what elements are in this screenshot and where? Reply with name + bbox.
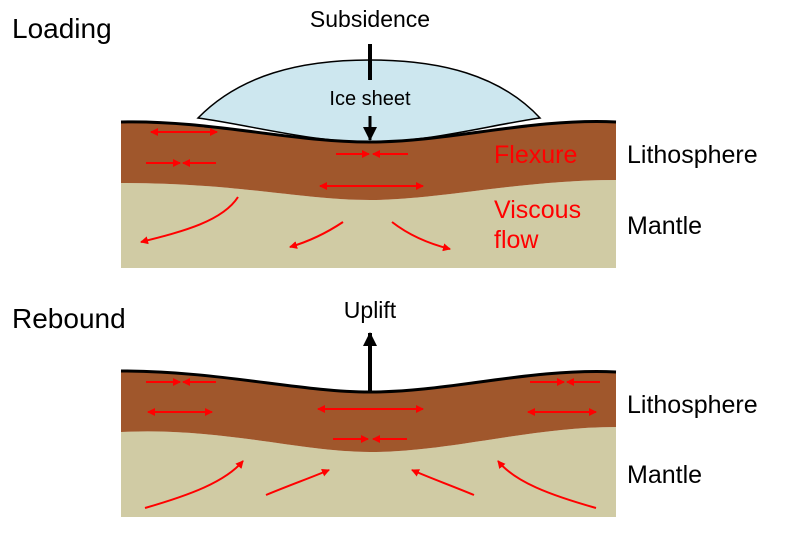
viscous-flow-arrows [140, 196, 451, 252]
rebound-lithosphere-layer [121, 371, 616, 452]
flexure-arrows [146, 128, 424, 190]
ice-sheet-label: Ice sheet [329, 88, 411, 110]
rebound-mantle-layer [121, 427, 616, 517]
rebound-panel [120, 332, 617, 517]
flexure-label: Flexure [494, 141, 577, 169]
loading-lithosphere-label: Lithosphere [627, 141, 758, 169]
loading-panel [120, 44, 617, 268]
loading-lithosphere-layer [121, 121, 616, 200]
viscous-label: Viscous [494, 196, 581, 224]
rebound-mantle-label: Mantle [627, 461, 702, 489]
subsidence-label: Subsidence [310, 6, 430, 32]
rebound-lithosphere-label: Lithosphere [627, 391, 758, 419]
uplift-label: Uplift [344, 297, 397, 323]
rebound-flexure-arrows [146, 378, 600, 443]
loading-mantle-label: Mantle [627, 212, 702, 240]
rebound-title: Rebound [12, 303, 126, 334]
rebound-mantle-flow-arrows [144, 460, 597, 509]
loading-mantle-layer [121, 180, 616, 268]
loading-title: Loading [12, 13, 112, 44]
loading-surface-line [120, 120, 617, 144]
flow-label: flow [494, 226, 539, 254]
